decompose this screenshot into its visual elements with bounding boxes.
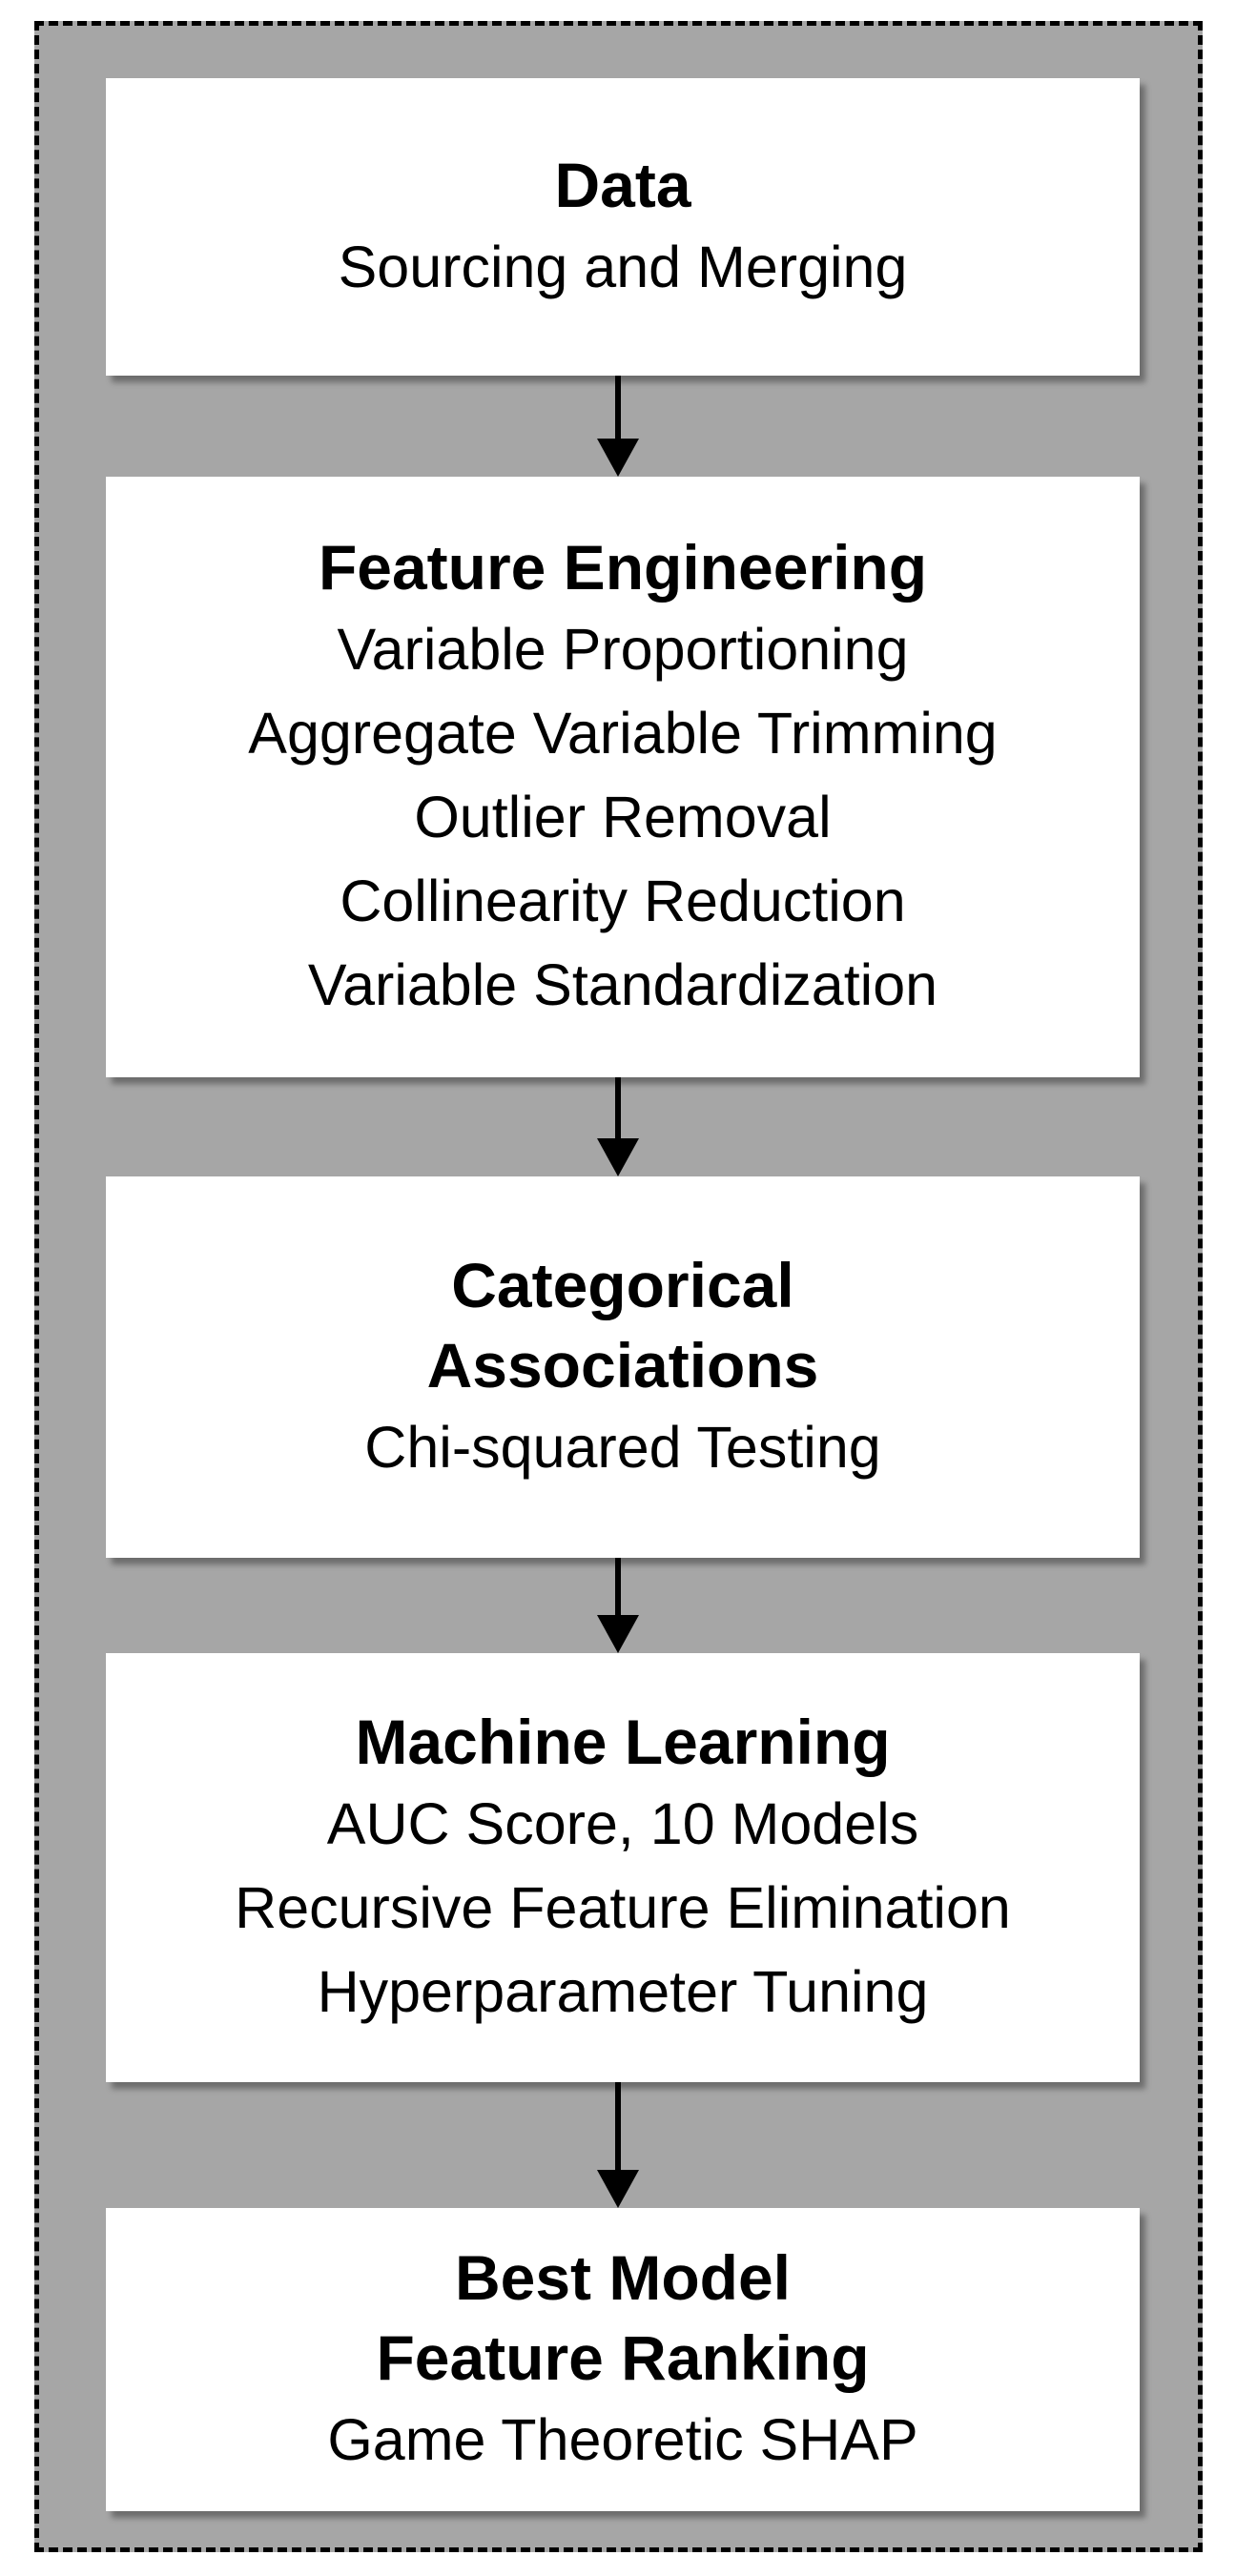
step-detail: Variable Standardization	[307, 952, 938, 1017]
step-title: Categorical Associations	[426, 1250, 819, 1400]
down-arrow-icon	[597, 376, 639, 477]
down-arrow-icon	[597, 2082, 639, 2208]
step-title: Machine Learning	[355, 1707, 891, 1777]
down-arrow-icon	[597, 1077, 639, 1176]
step-detail: Aggregate Variable Trimming	[248, 701, 998, 766]
step-title: Data	[554, 150, 691, 220]
step-title: Best Model Feature Ranking	[376, 2242, 870, 2393]
down-arrow-icon	[597, 1558, 639, 1653]
step-categorical-associations-box: Categorical Associations Chi-squared Tes…	[106, 1176, 1140, 1558]
step-detail: Variable Proportioning	[337, 617, 909, 682]
step-detail: Collinearity Reduction	[340, 869, 906, 933]
step-detail: AUC Score, 10 Models	[326, 1791, 919, 1856]
step-data-box: Data Sourcing and Merging	[106, 78, 1140, 376]
step-detail: Recursive Feature Elimination	[235, 1875, 1011, 1940]
step-detail: Chi-squared Testing	[364, 1415, 881, 1480]
step-detail: Sourcing and Merging	[338, 235, 908, 299]
step-detail: Game Theoretic SHAP	[327, 2407, 918, 2472]
step-detail: Outlier Removal	[414, 785, 832, 849]
step-detail: Hyperparameter Tuning	[317, 1959, 929, 2024]
step-title: Feature Engineering	[318, 532, 928, 603]
step-machine-learning-box: Machine Learning AUC Score, 10 Models Re…	[106, 1653, 1140, 2082]
step-feature-engineering-box: Feature Engineering Variable Proportioni…	[106, 477, 1140, 1077]
step-best-model-box: Best Model Feature Ranking Game Theoreti…	[106, 2208, 1140, 2511]
